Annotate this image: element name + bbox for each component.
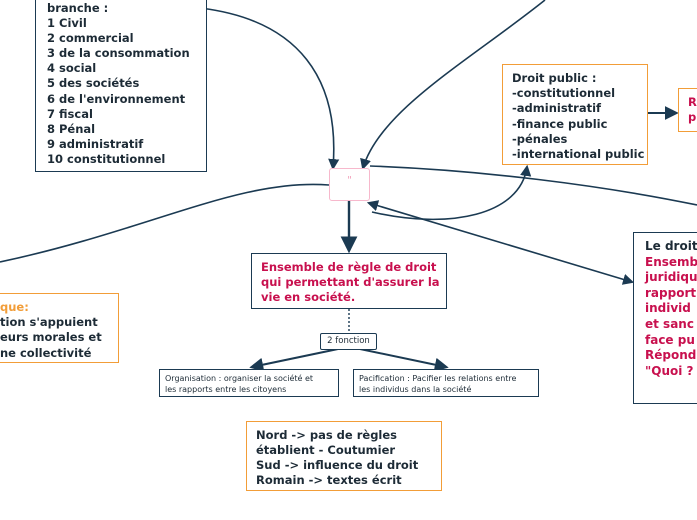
droit-public-line: -finance public xyxy=(512,116,608,131)
left-box[interactable]: que: tion s'appuient eurs morales et ne … xyxy=(0,293,119,363)
left-box-line: tion s'appuient xyxy=(0,315,98,330)
le-droit-line: rapport xyxy=(645,285,697,300)
organisation-line: les rapports entre les citoyens xyxy=(165,385,287,394)
history-line: Sud -> influence du droit xyxy=(256,458,419,473)
edge-droit-center xyxy=(366,200,635,285)
right-top-box[interactable]: R p xyxy=(678,88,697,132)
left-box-line: eurs morales et xyxy=(0,330,102,345)
pacification-box[interactable]: Pacification : Pacifier les relations en… xyxy=(353,369,539,397)
definition-box[interactable]: Ensemble de règle de droit qui permettan… xyxy=(251,253,447,309)
branches-line: 3 de la consommation xyxy=(47,46,190,61)
right-top-line: p xyxy=(688,110,697,124)
left-box-line: que: xyxy=(0,300,29,314)
definition-line: Ensemble de règle de droit xyxy=(261,260,437,274)
pacification-line: Pacification : Pacifier les relations en… xyxy=(359,374,517,383)
fonction-node[interactable]: 2 fonction xyxy=(320,333,377,350)
le-droit-box[interactable]: Le droit Ensemb juridiqu rapport individ… xyxy=(633,232,697,404)
droit-public-line: -pénales xyxy=(512,131,568,146)
branches-box[interactable]: branche : 1 Civil 2 commercial 3 de la c… xyxy=(35,0,207,172)
le-droit-line: "Quoi ? xyxy=(645,363,694,378)
edge-fonction-organisation xyxy=(249,348,339,372)
le-droit-line: individ xyxy=(645,301,691,316)
right-top-line: R xyxy=(688,95,697,109)
branches-line: 2 commercial xyxy=(47,31,134,46)
central-node[interactable]: " xyxy=(329,168,370,201)
droit-public-line: -constitutionnel xyxy=(512,86,616,101)
droit-public-line: -administratif xyxy=(512,101,602,116)
organisation-box[interactable]: Organisation : organiser la société et l… xyxy=(159,369,339,397)
branches-line: 5 des sociétés xyxy=(47,76,140,91)
edge-center-left xyxy=(0,183,330,263)
branches-line: 10 constitutionnel xyxy=(47,151,166,166)
history-box[interactable]: Nord -> pas de règles établient - Coutum… xyxy=(246,421,442,491)
droit-public-box[interactable]: Droit public : -constitutionnel -adminis… xyxy=(502,64,648,165)
le-droit-line: face pu xyxy=(645,332,695,347)
definition-line: qui permettant d'assurer la xyxy=(261,275,440,290)
history-line: Nord -> pas de règles xyxy=(256,428,398,442)
le-droit-line: juridiqu xyxy=(645,270,697,285)
le-droit-title: Le droit xyxy=(645,239,697,253)
branches-line: 6 de l'environnement xyxy=(47,91,186,106)
le-droit-line: et sanc xyxy=(645,316,694,331)
edge-top-center xyxy=(360,0,546,171)
branches-line: 1 Civil xyxy=(47,16,87,31)
history-line: établient - Coutumier xyxy=(256,443,396,458)
le-droit-line: Répond xyxy=(645,348,697,363)
branches-line: 9 administratif xyxy=(47,136,144,151)
branches-line: 8 Pénal xyxy=(47,121,96,136)
definition-line: vie en société. xyxy=(261,290,356,305)
history-line: Romain -> textes écrit xyxy=(256,473,402,488)
edge-branches-center xyxy=(199,7,340,171)
fonction-label: 2 fonction xyxy=(327,336,370,346)
droit-public-line: -international public xyxy=(512,147,645,162)
branches-line: 7 fiscal xyxy=(47,106,93,121)
organisation-line: Organisation : organiser la société et xyxy=(165,374,314,383)
central-node-label: " xyxy=(347,175,352,186)
branches-line: 4 social xyxy=(47,61,97,76)
pacification-line: les individus dans la société xyxy=(359,385,472,394)
droit-public-line: Droit public : xyxy=(512,71,597,85)
edge-fonction-pacification xyxy=(359,348,449,372)
le-droit-line: Ensemb xyxy=(645,254,697,269)
left-box-line: ne collectivité xyxy=(0,345,92,360)
edge-center-right xyxy=(369,165,697,206)
branches-line: branche : xyxy=(47,1,109,15)
